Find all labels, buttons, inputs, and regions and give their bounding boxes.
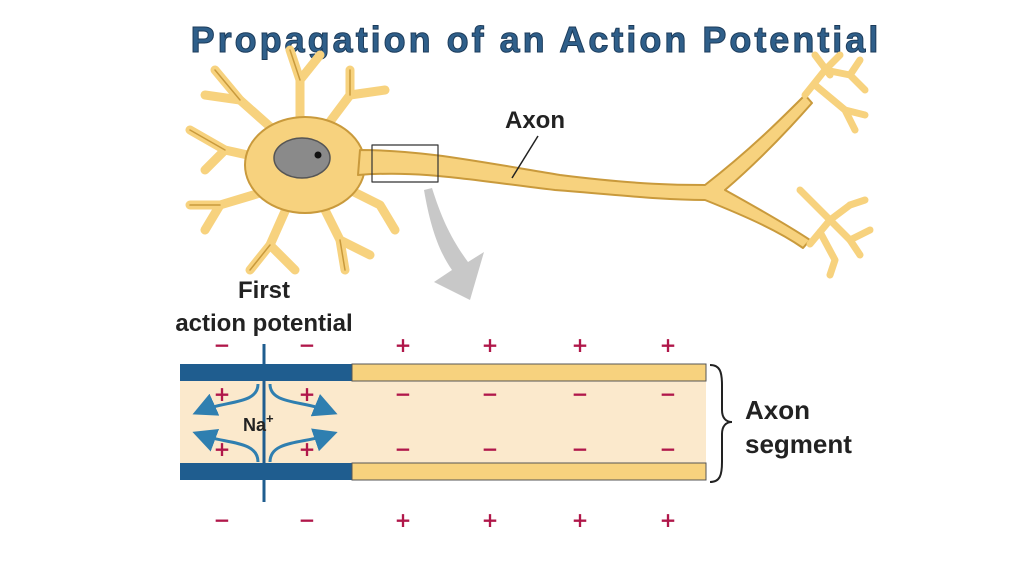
charge-outside-bottom: +: [572, 508, 589, 532]
nucleus: [273, 137, 331, 179]
charge-inside-top: +: [214, 382, 231, 406]
charge-outside-bottom: +: [395, 508, 412, 532]
charge-inside-bottom: −: [395, 437, 412, 461]
charge-outside-top: +: [482, 333, 499, 357]
membrane-bottom-resting: [351, 462, 707, 481]
na-current-arrows: [192, 383, 338, 463]
page-title: Propagation of an Action Potential: [191, 19, 882, 60]
cytoplasm: [180, 381, 706, 463]
charge-inside-top: −: [395, 382, 412, 406]
first-ap-label-line1: First: [238, 277, 290, 304]
charge-outside-top: −: [214, 333, 231, 357]
charge-inside-top: +: [299, 382, 316, 406]
axon-terminals-bottom: [796, 186, 874, 279]
charge-symbols: − − + + + + + + − − − − + + − − − − − − + + + +: [214, 333, 677, 532]
axon-segment-label-line1: Axon: [745, 395, 810, 425]
axon: [357, 94, 813, 249]
charge-inside-bottom: −: [572, 437, 589, 461]
charge-inside-top: −: [482, 382, 499, 406]
charge-outside-top: +: [395, 333, 412, 357]
charge-outside-bottom: −: [299, 508, 316, 532]
charge-outside-bottom: +: [482, 508, 499, 532]
charge-outside-bottom: +: [660, 508, 677, 532]
first-ap-label-line2: action potential: [175, 310, 352, 337]
membrane-top-resting: [351, 363, 707, 382]
membrane-top-depolarized: [180, 364, 352, 381]
charge-outside-top: −: [299, 333, 316, 357]
axon-leader-line: [511, 135, 539, 179]
axon-label: Axon: [505, 107, 565, 134]
axon-segment-label-line2: segment: [745, 429, 852, 459]
charge-inside-bottom: +: [214, 437, 231, 461]
charge-outside-bottom: −: [214, 508, 231, 532]
charge-inside-bottom: −: [660, 437, 677, 461]
axon-terminals-top: [801, 51, 869, 134]
ion-label: Na+: [243, 411, 274, 435]
zoom-box: [371, 144, 439, 183]
axon-segment: Na+: [180, 344, 733, 502]
charge-outside-top: +: [660, 333, 677, 357]
neuron: [185, 45, 874, 279]
membrane-bottom-depolarized: [180, 463, 352, 480]
charge-inside-top: −: [572, 382, 589, 406]
charge-outside-top: +: [572, 333, 589, 357]
charge-inside-top: −: [660, 382, 677, 406]
zoom-arrow: [424, 188, 484, 300]
charge-inside-bottom: −: [482, 437, 499, 461]
charge-inside-bottom: +: [299, 437, 316, 461]
axon-segment-bracket: [709, 364, 733, 483]
nucleolus: [314, 151, 322, 159]
